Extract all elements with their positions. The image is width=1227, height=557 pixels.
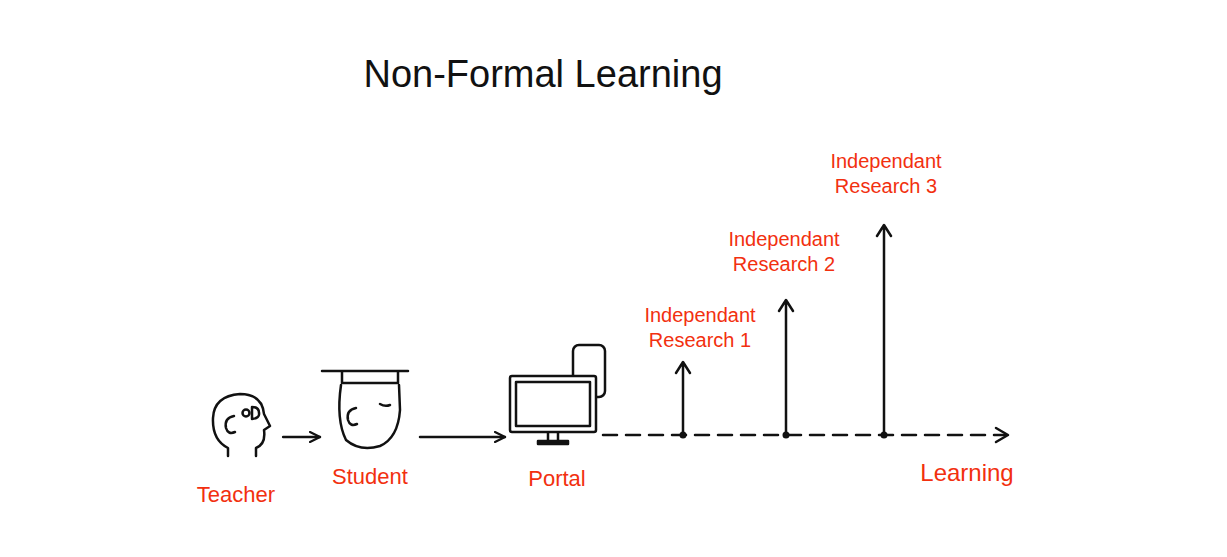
research-label: Independant Research 1 — [630, 303, 770, 353]
timeline-dot — [881, 432, 888, 439]
student-head — [339, 385, 400, 448]
teacher-head — [213, 394, 270, 456]
figure-label: Teacher — [197, 482, 275, 508]
learning-axis — [603, 225, 1008, 442]
timeline-dot — [680, 432, 687, 439]
figure-node: Portal — [507, 340, 607, 492]
portal-figure — [510, 345, 605, 444]
flow-arrow — [420, 436, 505, 439]
monitor-screen — [516, 382, 590, 426]
figure-label: Portal — [528, 466, 585, 492]
student-ear — [348, 408, 357, 425]
research-arrow — [779, 300, 793, 435]
monitor-base — [538, 441, 568, 444]
flow-arrow — [283, 436, 320, 439]
research-arrow — [676, 362, 690, 435]
timeline-arrowhead — [996, 428, 1008, 442]
diagram-title: Non-Formal Learning — [363, 52, 722, 96]
teacher-figure — [213, 394, 270, 456]
figure-node: Teacher — [191, 388, 281, 508]
student-eye — [380, 404, 390, 406]
research-label: Independant Research 3 — [816, 149, 956, 199]
cap-band — [342, 372, 398, 383]
research-label: Independant Research 2 — [714, 227, 854, 277]
student-figure — [322, 371, 408, 448]
timeline-dots — [680, 432, 888, 439]
teacher-ear — [226, 416, 235, 433]
teacher-eye — [243, 410, 250, 417]
research-arrow — [877, 225, 891, 435]
monitor — [510, 376, 596, 432]
axis-label: Learning — [920, 458, 1013, 488]
dashed-timeline — [603, 434, 1006, 437]
mortarboard — [322, 370, 408, 373]
figure-label: Student — [332, 464, 408, 490]
teacher-glasses — [252, 407, 259, 419]
monitor-stand — [548, 432, 558, 441]
timeline-dot — [783, 432, 790, 439]
figure-node: Student — [322, 364, 418, 490]
